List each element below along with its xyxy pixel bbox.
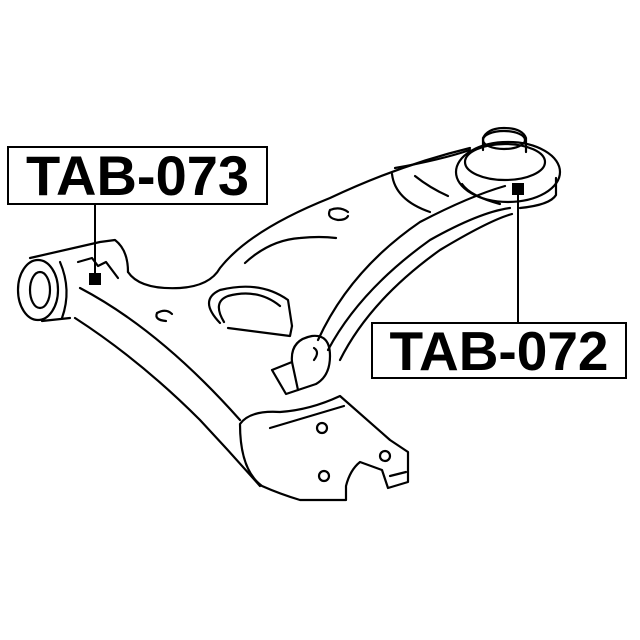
rear-bushing-drawing [454, 126, 562, 210]
leader-lines [89, 183, 524, 323]
ball-joint-ring-drawing [207, 285, 332, 396]
mounting-plate-drawing [238, 394, 410, 502]
part-label-tab-072: TAB-072 [371, 320, 627, 382]
front-bushing-drawing [16, 238, 130, 323]
arm-body-drawing [73, 146, 514, 488]
part-label-tab-073: TAB-073 [7, 144, 268, 207]
